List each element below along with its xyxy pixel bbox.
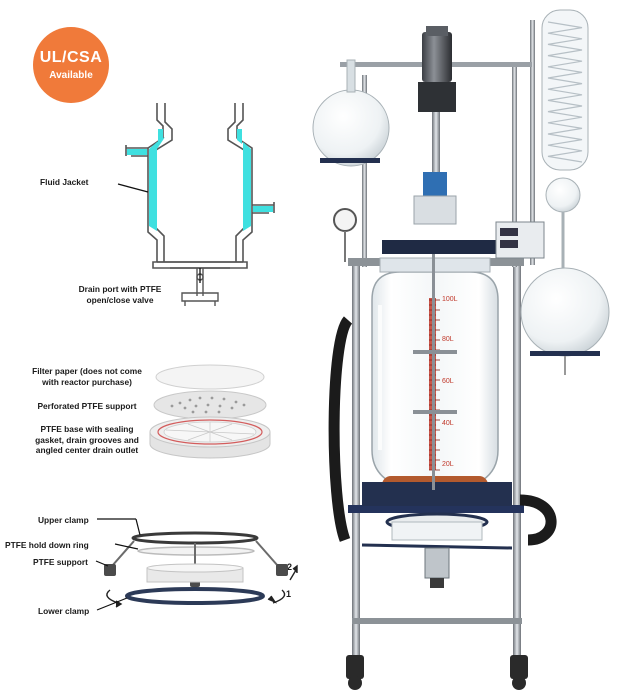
condenser	[541, 9, 589, 268]
reactor-lid	[382, 240, 500, 254]
graduation-60l: 60L	[442, 378, 454, 385]
stirrer-motor	[413, 26, 457, 225]
jacket-hose-right	[519, 494, 557, 546]
rotation-arrows	[106, 564, 298, 608]
ptfe-support-label: PTFE support	[33, 557, 88, 567]
casters	[346, 655, 528, 690]
lower-clamp-label: Lower clamp	[38, 606, 90, 616]
ptfe-base-label-line3: angled center drain outlet	[35, 445, 139, 455]
jacket-hose-left	[328, 316, 353, 542]
upper-clamp-label: Upper clamp	[38, 515, 89, 525]
drain-port-label-line2: open/close valve	[86, 294, 154, 305]
drain-grooves	[165, 422, 255, 442]
reactor-bottom-valve	[361, 512, 513, 588]
filter-paper-label-line1: Filter paper (does not come	[32, 366, 142, 376]
fluid-jacket-leader	[117, 183, 149, 193]
condenser-coil	[547, 21, 583, 163]
graduation-100l: 100L	[442, 296, 458, 303]
baffles	[413, 240, 457, 490]
fluid-jacket-label: Fluid Jacket	[40, 177, 89, 187]
receiving-flask-right	[520, 267, 610, 375]
jacket-fluid	[127, 129, 273, 231]
graduation-40l: 40L	[442, 420, 454, 427]
glass-vessel	[362, 257, 512, 506]
controller-display-2	[500, 240, 518, 248]
filter-paper-label: Filter paper (does not come with reactor…	[17, 366, 157, 387]
graduation-20l: 20L	[442, 461, 454, 468]
graduation-80l: 80L	[442, 336, 454, 343]
perforated-support-drawing	[153, 390, 267, 420]
upper-clamp-drawing	[131, 531, 259, 545]
ptfe-base-drawing	[149, 416, 271, 459]
ptfe-support-drawing	[146, 563, 244, 583]
clamp-leaders	[95, 518, 141, 611]
controller-display	[500, 228, 518, 236]
badge-title: UL/CSA	[39, 49, 103, 66]
lower-clamp-drawing	[125, 587, 265, 605]
ul-csa-badge: UL/CSA Available	[33, 27, 109, 103]
filter-paper-drawing	[155, 364, 265, 390]
step-2-label: 2	[287, 562, 293, 572]
filter-paper-label-line2: with reactor purchase)	[42, 376, 132, 387]
step-1-label: 1	[286, 589, 292, 599]
badge-subtitle: Available	[49, 70, 93, 81]
hold-down-ring-label: PTFE hold down ring	[5, 540, 89, 550]
perforated-support-label: Perforated PTFE support	[37, 401, 137, 411]
addition-flask-left	[312, 59, 390, 167]
perforation-holes	[170, 396, 246, 414]
drain-port-label-line1: Drain port with PTFE	[78, 284, 162, 294]
ptfe-base-label-line2: gasket, drain grooves and	[35, 434, 139, 445]
drain-valve-drawing	[181, 268, 219, 306]
ptfe-base-label-line1: PTFE base with sealing	[40, 424, 134, 434]
jacket-cross-section	[125, 103, 275, 269]
ptfe-base-label: PTFE base with sealing gasket, drain gro…	[16, 424, 158, 456]
drain-port-label: Drain port with PTFE open/close valve	[65, 284, 175, 305]
temperature-gauge	[333, 208, 357, 262]
